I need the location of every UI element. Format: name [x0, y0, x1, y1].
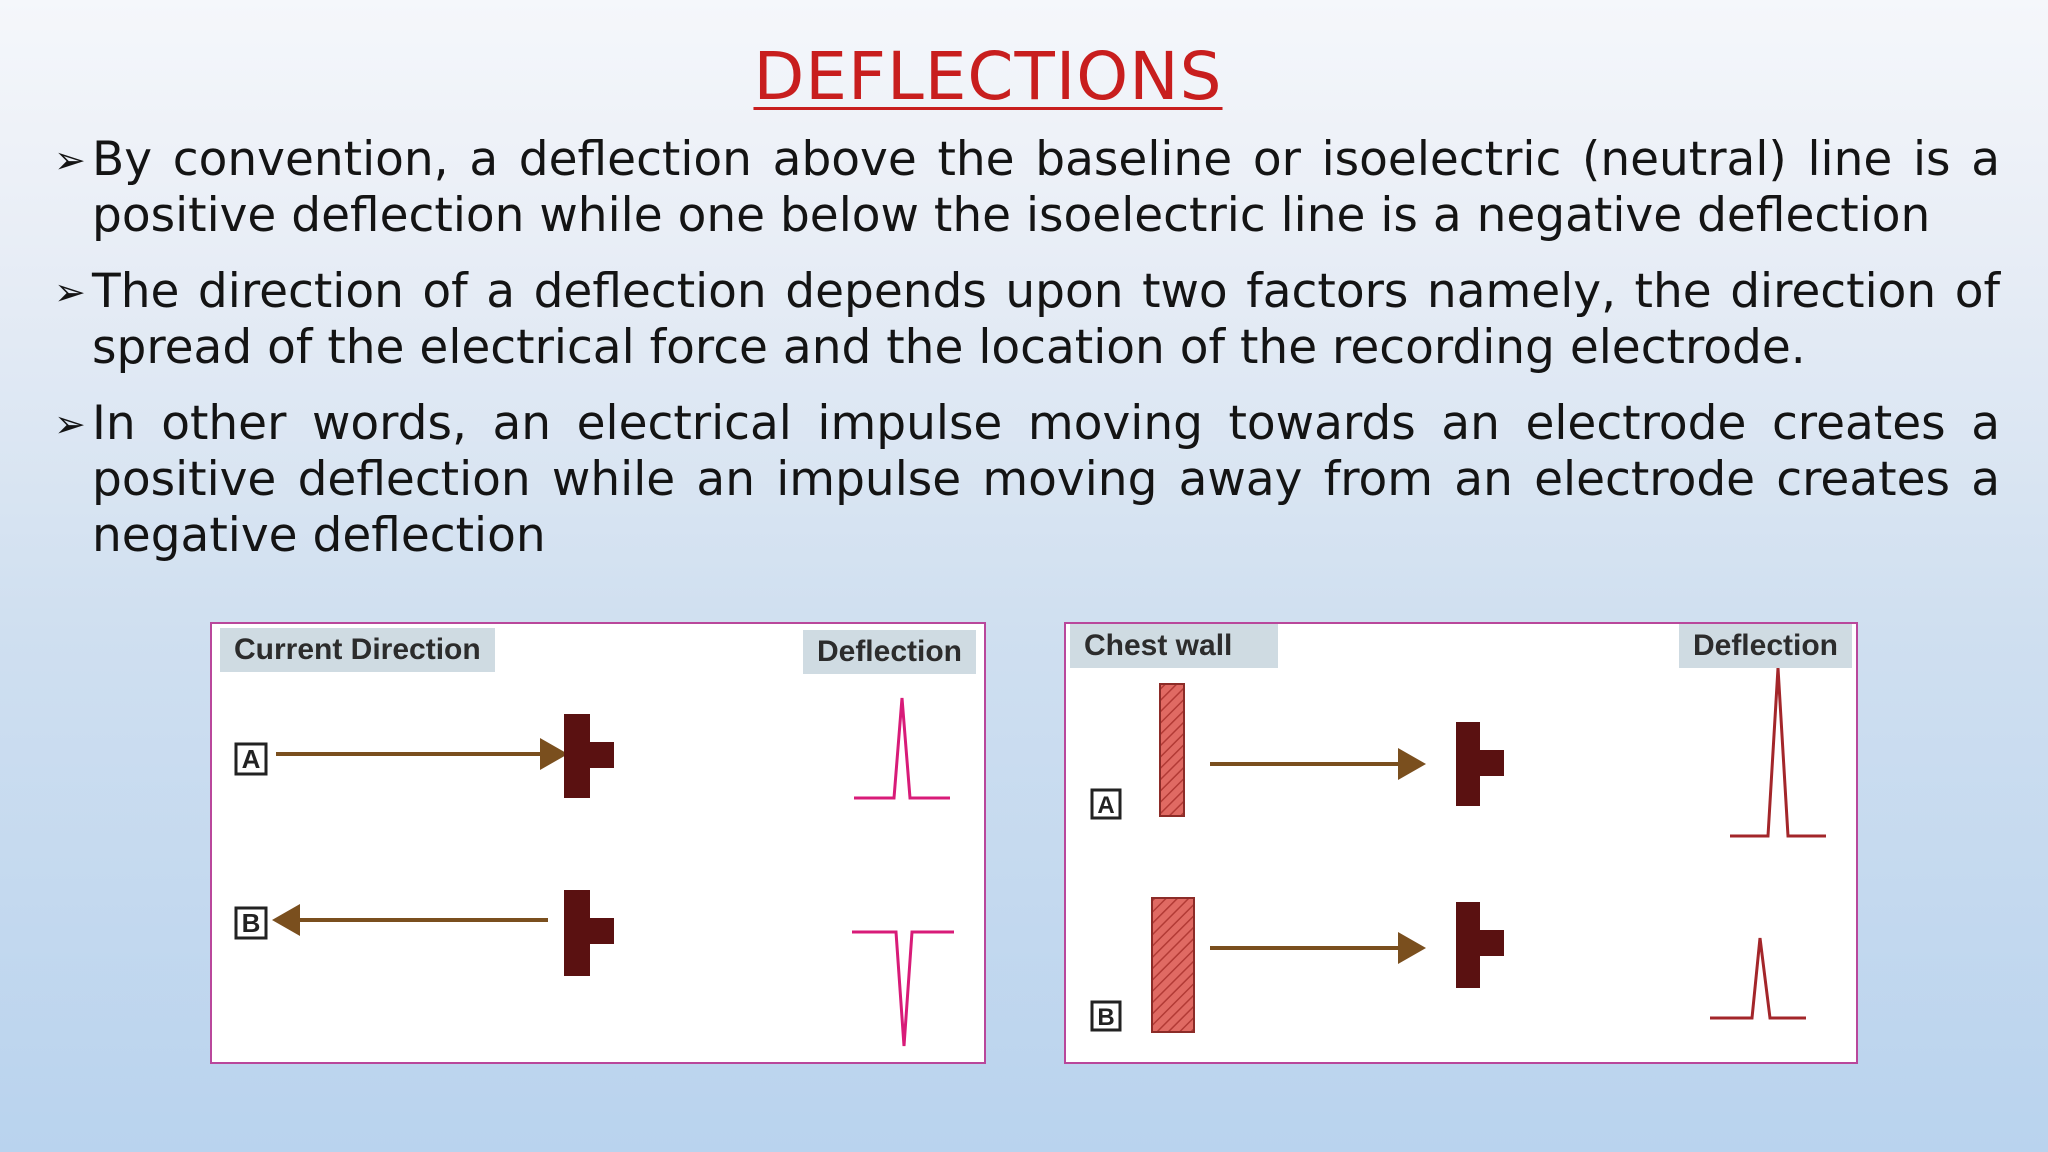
- positive-deflection-trace: [854, 697, 950, 800]
- label-a-text: A: [242, 744, 261, 774]
- bullet-text: The direction of a deflection depends up…: [92, 264, 2000, 375]
- bullet-arrow-icon: ➢: [54, 138, 86, 182]
- label-a-box: [234, 742, 268, 776]
- header-current-direction: Current Direction: [220, 628, 495, 672]
- arrowhead-a-icon: [1398, 748, 1426, 780]
- bullet-arrow-icon: ➢: [54, 402, 86, 446]
- header-deflection-left: Deflection: [802, 630, 976, 674]
- header-chest-wall: Chest wall: [1070, 624, 1278, 668]
- electrode-b-icon: [1456, 902, 1504, 988]
- bullet-text: In other words, an electrical impulse mo…: [92, 396, 2000, 563]
- electrode-a-icon: [1456, 722, 1504, 806]
- electrode-a-icon: [564, 714, 614, 798]
- negative-deflection-trace: [852, 930, 954, 1047]
- label-b-text: B: [1097, 1004, 1114, 1031]
- arrowhead-b-icon: [272, 904, 300, 936]
- current-direction-diagram: A B Current Direction Deflection: [210, 622, 986, 1064]
- electrode-b-icon: [564, 890, 614, 976]
- chest-wall-drawing: A B: [1090, 667, 1826, 1033]
- label-b-box: [234, 906, 268, 940]
- bullet-item: ➢ The direction of a deflection depends …: [54, 264, 2000, 376]
- label-b-text: B: [242, 908, 261, 938]
- chest-wall-thick: [1151, 897, 1195, 1033]
- bullet-list: ➢ By convention, a deflection above the …: [54, 132, 2000, 584]
- small-positive-trace: [1710, 937, 1806, 1020]
- bullet-arrow-icon: ➢: [54, 270, 86, 314]
- arrowhead-b-icon: [1398, 932, 1426, 964]
- large-positive-trace: [1730, 667, 1826, 838]
- slide-title: DEFLECTIONS: [753, 38, 1223, 115]
- label-a-text: A: [1097, 792, 1114, 819]
- chest-wall-diagram: A B Chest wall Deflection: [1064, 622, 1858, 1064]
- label-a-box: [1090, 788, 1122, 820]
- bullet-item: ➢ In other words, an electrical impulse …: [54, 396, 2000, 564]
- arrowhead-a-icon: [540, 738, 568, 770]
- bullet-item: ➢ By convention, a deflection above the …: [54, 132, 2000, 244]
- bullet-text: By convention, a deflection above the ba…: [92, 132, 2000, 243]
- label-b-box: [1090, 1000, 1122, 1032]
- current-direction-drawing: A B: [234, 697, 954, 1047]
- chest-wall-thin: [1159, 683, 1185, 817]
- header-deflection-right: Deflection: [1678, 624, 1852, 668]
